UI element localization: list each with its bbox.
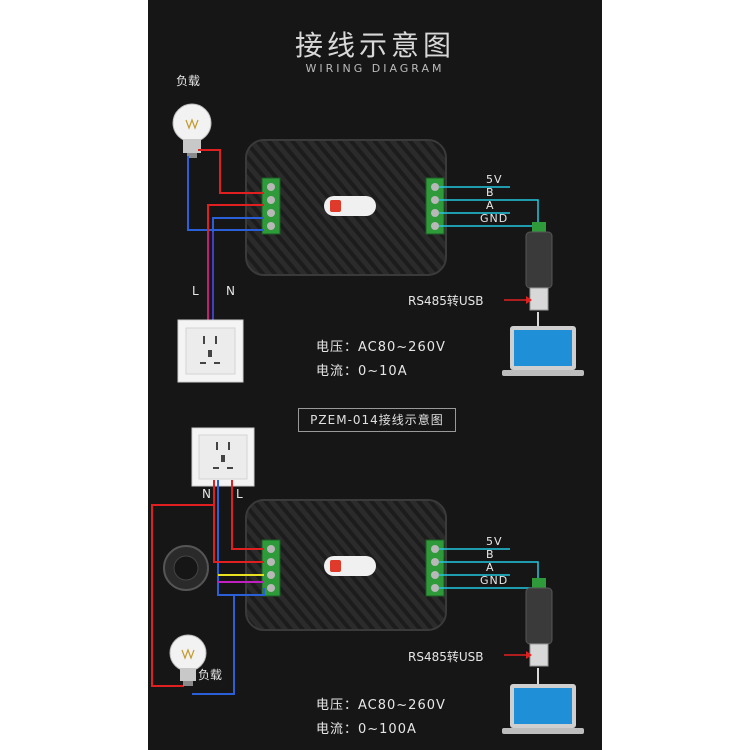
terminal-5v-label: 5V [486, 173, 503, 186]
section-title: PZEM-014接线示意图 [298, 408, 456, 432]
power-socket-icon [177, 319, 244, 383]
neutral-label: N [202, 487, 211, 501]
bulb-icon [169, 634, 207, 686]
power-socket-icon [191, 427, 255, 487]
terminal-a-label: A [486, 199, 495, 212]
laptop-icon [502, 684, 584, 734]
neutral-label: N [226, 284, 235, 298]
device-logo-icon [324, 196, 376, 216]
current-spec: 电流：0~100A [316, 722, 417, 737]
terminal-gnd-label: GND [480, 212, 509, 225]
page-subtitle: WIRING DIAGRAM [305, 62, 445, 75]
terminal-a-label: A [486, 561, 495, 574]
terminal-5v-label: 5V [486, 535, 503, 548]
load-label: 负载 [198, 668, 223, 682]
live-label: L [192, 284, 199, 298]
diagram-graphics [151, 103, 584, 734]
live-label: L [236, 487, 243, 501]
voltage-spec: 电压：AC80~260V [316, 698, 446, 713]
meter-module-1 [245, 139, 447, 276]
converter-label: RS485转USB [408, 294, 484, 308]
usb-converter-icon [525, 222, 553, 311]
terminal-gnd-label: GND [480, 574, 509, 587]
device-logo-icon [324, 556, 376, 576]
page-title: 接线示意图 [294, 29, 455, 62]
load-label: 负载 [176, 74, 201, 88]
wiring-diagram-stage: 接线示意图 WIRING DIAGRAM [148, 0, 602, 750]
current-spec: 电流：0~10A [316, 364, 408, 379]
bulb-icon [172, 103, 212, 158]
meter-module-2 [245, 499, 447, 631]
terminal-b-label: B [486, 186, 495, 199]
laptop-icon [502, 326, 584, 376]
voltage-spec: 电压：AC80~260V [316, 340, 446, 355]
terminal-b-label: B [486, 548, 495, 561]
current-transformer-icon [163, 545, 209, 591]
usb-converter-icon [525, 578, 553, 667]
converter-label: RS485转USB [408, 650, 484, 664]
